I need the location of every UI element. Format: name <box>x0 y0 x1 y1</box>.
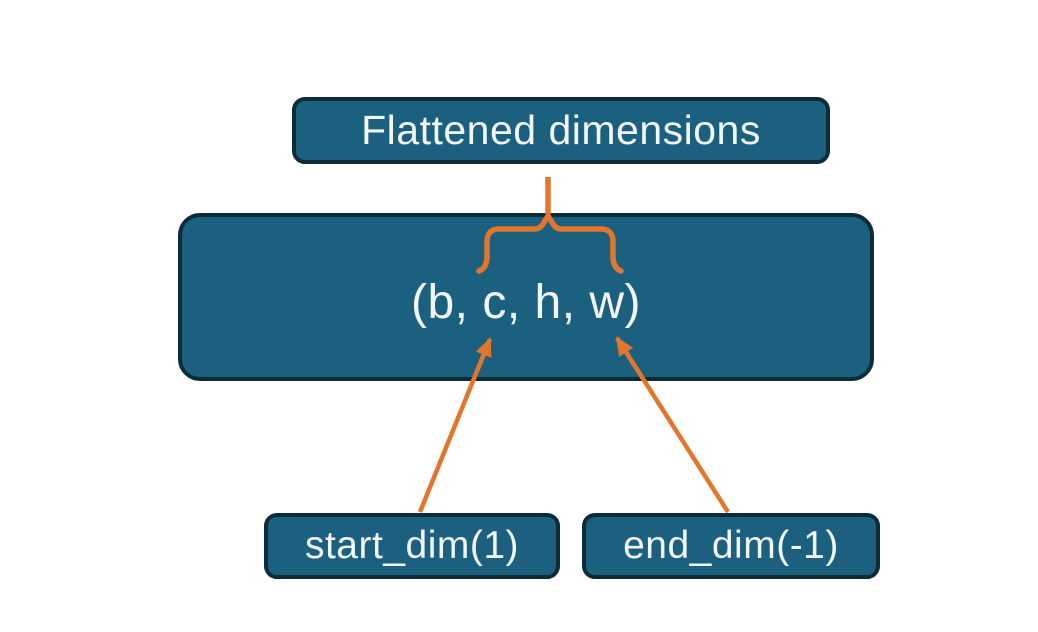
tensor-shape-label: (b, c, h, w) <box>410 275 642 329</box>
end-dim-label: end_dim(-1) <box>623 524 839 567</box>
start-dim-node: start_dim(1) <box>264 513 560 579</box>
flattened-dimensions-node: Flattened dimensions <box>292 97 830 164</box>
end-dim-node: end_dim(-1) <box>582 513 880 579</box>
start-dim-label: start_dim(1) <box>304 524 520 567</box>
flattened-dimensions-label: Flattened dimensions <box>361 107 761 153</box>
tensor-shape-node: (b, c, h, w) <box>178 213 874 381</box>
